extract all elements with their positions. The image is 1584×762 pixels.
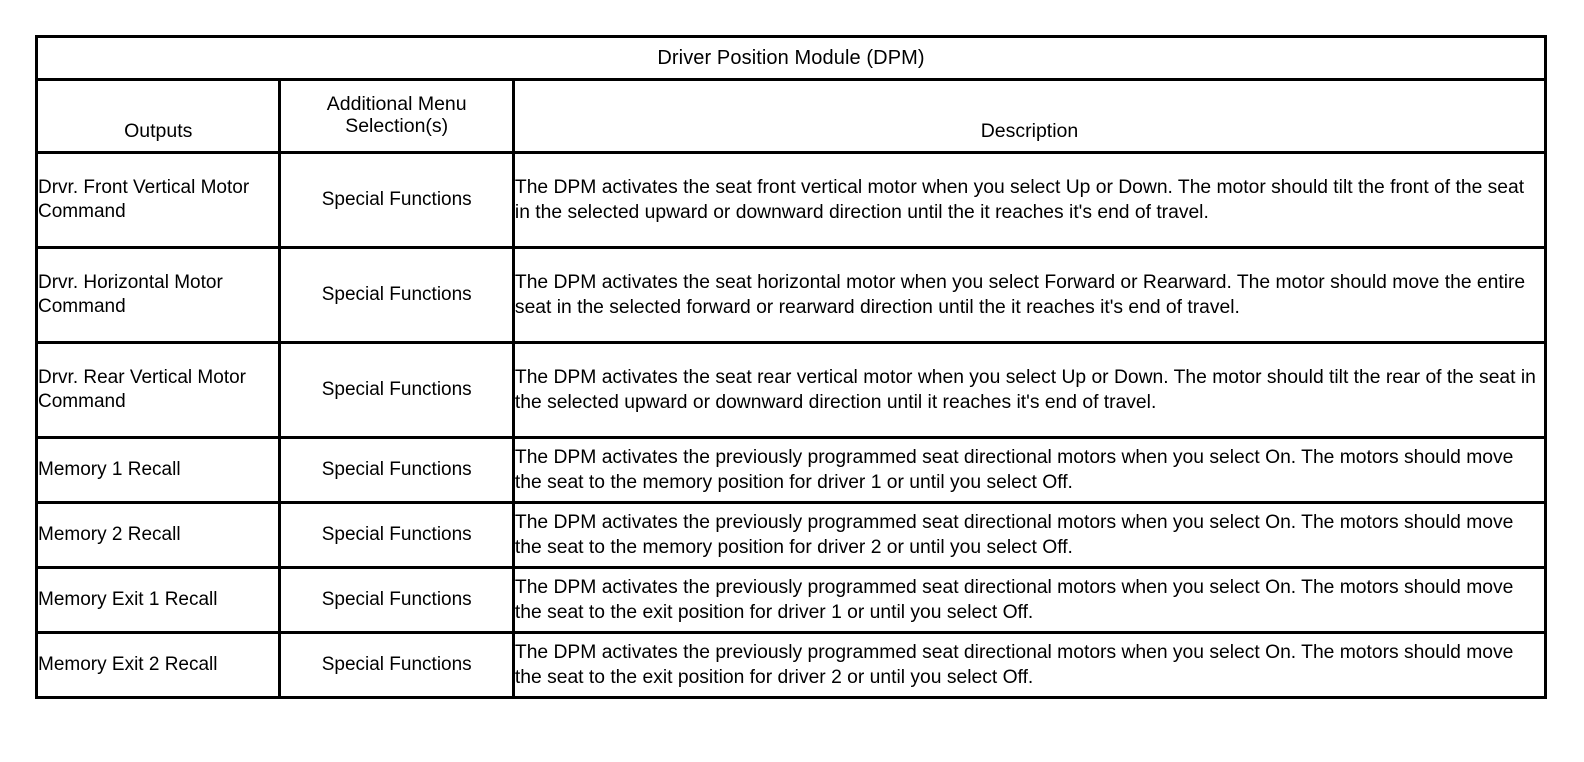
cell-menu-selection: Special Functions <box>278 151 515 249</box>
cell-output: Memory 2 Recall <box>34 501 282 569</box>
table-row: Drvr. Rear Vertical Motor Command Specia… <box>34 341 1548 439</box>
table-title-row: Driver Position Module (DPM) <box>35 35 1547 81</box>
table-row: Memory 2 Recall Special Functions The DP… <box>34 501 1548 569</box>
cell-output: Memory Exit 2 Recall <box>34 631 282 699</box>
column-header-additional-menu-selections: Additional Menu Selection(s) <box>278 78 515 154</box>
cell-description: The DPM activates the previously program… <box>511 631 1548 699</box>
cell-menu-selection: Special Functions <box>278 566 515 634</box>
table-row: Memory 1 Recall Special Functions The DP… <box>34 436 1548 504</box>
cell-output: Drvr. Rear Vertical Motor Command <box>34 341 282 439</box>
cell-description: The DPM activates the previously program… <box>511 436 1548 504</box>
column-header-menu-line2: Selection(s) <box>345 115 449 137</box>
cell-output: Memory 1 Recall <box>34 436 282 504</box>
cell-menu-selection: Special Functions <box>278 436 515 504</box>
column-header-menu-line1: Additional Menu <box>326 93 467 116</box>
cell-description: The DPM activates the seat rear vertical… <box>511 341 1548 439</box>
table-header-row: Outputs Additional Menu Selection(s) Des… <box>34 78 1548 154</box>
table-row: Drvr. Horizontal Motor Command Special F… <box>34 246 1548 344</box>
cell-output: Memory Exit 1 Recall <box>34 566 282 634</box>
cell-description: The DPM activates the previously program… <box>511 501 1548 569</box>
cell-output: Drvr. Front Vertical Motor Command <box>34 151 282 249</box>
table-title: Driver Position Module (DPM) <box>35 35 1547 81</box>
column-header-description: Description <box>511 78 1548 154</box>
cell-description: The DPM activates the seat horizontal mo… <box>511 246 1548 344</box>
cell-menu-selection: Special Functions <box>278 246 515 344</box>
table-row: Drvr. Front Vertical Motor Command Speci… <box>34 151 1548 249</box>
cell-description: The DPM activates the seat front vertica… <box>511 151 1548 249</box>
table-row: Memory Exit 2 Recall Special Functions T… <box>34 631 1548 699</box>
dpm-table: Driver Position Module (DPM) Outputs Add… <box>34 35 1548 699</box>
cell-output: Drvr. Horizontal Motor Command <box>34 246 282 344</box>
cell-menu-selection: Special Functions <box>278 501 515 569</box>
cell-menu-selection: Special Functions <box>278 631 515 699</box>
cell-description: The DPM activates the previously program… <box>511 566 1548 634</box>
column-header-outputs: Outputs <box>34 78 282 154</box>
table-row: Memory Exit 1 Recall Special Functions T… <box>34 566 1548 634</box>
cell-menu-selection: Special Functions <box>278 341 515 439</box>
